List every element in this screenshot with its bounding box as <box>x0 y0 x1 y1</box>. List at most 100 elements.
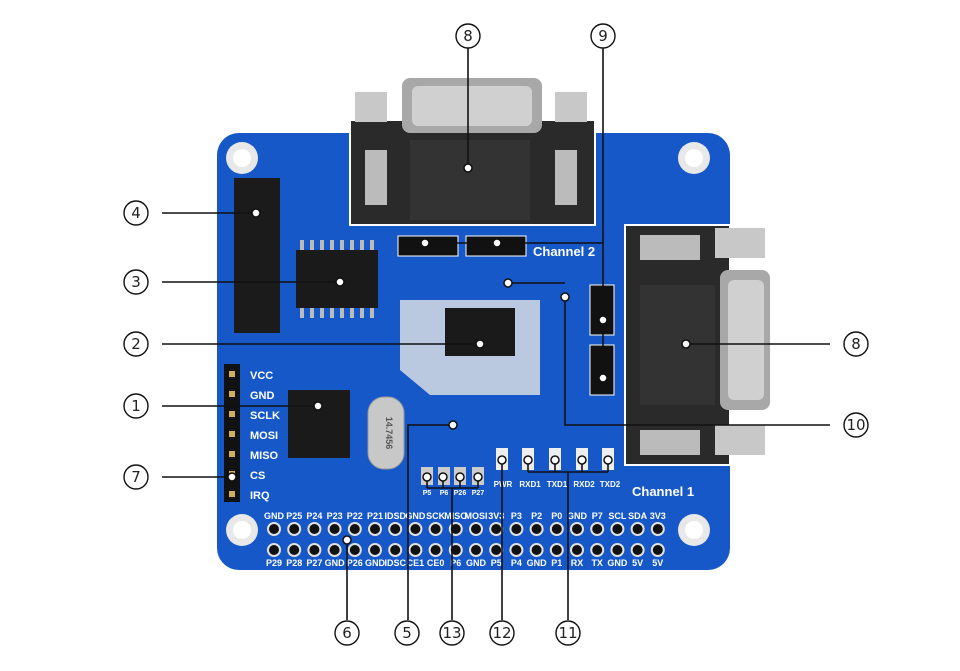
callout-8-right: 8 <box>843 331 869 357</box>
led-label-txd1: TXD1 <box>547 480 568 489</box>
gpio-bottom-label: GND <box>325 558 346 568</box>
gpio-bottom-label: 5V <box>632 558 643 568</box>
label-miso: MISO <box>250 450 279 462</box>
gpio-pin <box>489 543 504 557</box>
crystal: 14.7456 <box>367 396 405 470</box>
gpio-bottom-label: TX <box>591 558 603 568</box>
svg-text:8: 8 <box>463 27 473 45</box>
gpio-pin <box>388 543 403 557</box>
callout-2: 2 <box>123 331 149 357</box>
callout-13: 13 <box>439 620 465 646</box>
gpio-top-label: P23 <box>327 511 343 521</box>
callout-7: 7 <box>123 464 149 490</box>
svg-text:11: 11 <box>558 624 577 642</box>
gpio-top-label: SDA <box>628 511 648 521</box>
gpio-top-label: P24 <box>306 511 322 521</box>
gpio-top-label: SCL <box>608 511 627 521</box>
callout-dots <box>227 163 691 545</box>
svg-text:1: 1 <box>131 397 141 415</box>
gpio-pin <box>630 522 645 536</box>
channel2-label: Channel 2 <box>533 244 595 259</box>
gpio-pin <box>469 522 483 536</box>
gpio-bottom-label: P6 <box>450 558 461 568</box>
gpio-pin <box>347 522 362 536</box>
crystal-label: 14.7456 <box>384 417 394 450</box>
gpio-pin <box>630 543 645 557</box>
callout-12: 12 <box>489 620 515 646</box>
svg-text:3: 3 <box>131 273 141 291</box>
label-gnd: GND <box>250 390 275 402</box>
gpio-pin <box>267 522 281 536</box>
gpio-bottom-label: GND <box>466 558 487 568</box>
callout-3: 3 <box>123 269 149 295</box>
gpio-top-label: IDSD <box>384 511 406 521</box>
db9-connector-channel2 <box>349 78 596 226</box>
gpio-pin <box>469 543 483 557</box>
callout-1: 1 <box>123 393 149 419</box>
gpio-bottom-label: P28 <box>286 558 302 568</box>
jumper <box>589 344 615 396</box>
svg-text:13: 13 <box>442 624 461 642</box>
callout-4: 4 <box>123 200 149 226</box>
gpio-bottom-label: P27 <box>306 558 322 568</box>
gpio-top-label: P25 <box>286 511 302 521</box>
gpio-bottom-label: P29 <box>266 558 282 568</box>
gpio-pin <box>368 522 382 536</box>
led-label-rxd1: RXD1 <box>519 480 541 489</box>
label-vcc: VCC <box>250 370 273 382</box>
gpio-pin <box>267 543 281 557</box>
gpio-top-label: MOSI <box>464 511 487 521</box>
gpio-pin <box>570 522 584 536</box>
led-label-txd2: TXD2 <box>600 480 621 489</box>
jumper <box>589 284 615 336</box>
callout-9: 9 <box>590 23 616 49</box>
gpio-pin <box>549 522 564 536</box>
gpio-pin <box>428 543 443 557</box>
gpio-top-label: 3V3 <box>650 511 666 521</box>
channel1-label: Channel 1 <box>632 484 694 499</box>
gpio-bottom-label: P26 <box>347 558 363 568</box>
gpio-pin <box>408 543 423 557</box>
svg-text:9: 9 <box>598 27 608 45</box>
gpio-bottom-label: 5V <box>652 558 663 568</box>
label-cs: CS <box>250 470 265 482</box>
gpio-bottom-label: CE1 <box>407 558 425 568</box>
svg-text:7: 7 <box>131 468 141 486</box>
gpio-pin <box>307 543 322 557</box>
gpio-pin <box>590 543 605 557</box>
gpio-bottom-label: RX <box>571 558 584 568</box>
gpio-pin <box>509 543 524 557</box>
gpio-top-label: GND <box>405 511 426 521</box>
jumper-label-p26: P26 <box>454 490 467 497</box>
jumper-label-p27: P27 <box>472 490 485 497</box>
gpio-pin <box>327 522 342 536</box>
transceiver-chip <box>445 308 515 356</box>
mounting-holes <box>226 142 710 546</box>
gpio-top-label: GND <box>264 511 285 521</box>
callout-5: 5 <box>394 620 420 646</box>
jumper-label-p5: P5 <box>423 490 432 497</box>
label-irq: IRQ <box>250 490 270 502</box>
gpio-bottom-label: P4 <box>511 558 522 568</box>
svg-text:12: 12 <box>492 624 511 642</box>
svg-text:6: 6 <box>342 624 352 642</box>
db9-connector-channel1 <box>624 224 770 466</box>
svg-text:10: 10 <box>846 416 865 434</box>
gpio-bottom-label: IDSC <box>384 558 406 568</box>
level-shifter-chip <box>288 390 350 458</box>
gpio-bottom-label: P5 <box>491 558 502 568</box>
callout-8-top: 8 <box>455 23 481 49</box>
gpio-top-label: P21 <box>367 511 383 521</box>
jumper-label-p6: P6 <box>440 490 449 497</box>
gpio-pin <box>307 522 322 536</box>
gpio-pin <box>388 522 403 536</box>
connector-block <box>234 178 280 333</box>
callout-6: 6 <box>334 620 360 646</box>
gpio-top-label: MISO <box>444 511 467 521</box>
led-label-rxd2: RXD2 <box>573 480 595 489</box>
gpio-bottom-label: GND <box>607 558 628 568</box>
gpio-pin <box>529 522 544 536</box>
gpio-top-label: GND <box>567 511 588 521</box>
gpio-bottom-label: GND <box>527 558 548 568</box>
